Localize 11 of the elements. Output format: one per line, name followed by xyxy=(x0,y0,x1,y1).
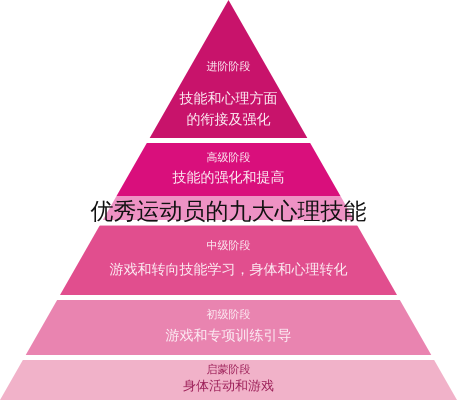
tier-heading: 高级阶段 xyxy=(206,150,250,164)
tier-description: 游戏和专项训练引导 xyxy=(166,327,292,346)
tier-description: 游戏和转向技能学习，身体和心理转化 xyxy=(110,261,348,280)
tier-heading: 中级阶段 xyxy=(206,239,250,252)
pyramid-tier xyxy=(0,360,457,400)
tier-heading: 进阶阶段 xyxy=(206,60,250,74)
tier-heading: 启蒙阶段 xyxy=(206,363,250,377)
tier-heading: 初级阶段 xyxy=(206,308,250,322)
tier-description: 身体活动和游戏 xyxy=(183,378,274,396)
tier-description: 技能和心理方面的衔接及强化 xyxy=(178,90,278,130)
tier-description: 技能的强化和提高 xyxy=(172,168,284,188)
